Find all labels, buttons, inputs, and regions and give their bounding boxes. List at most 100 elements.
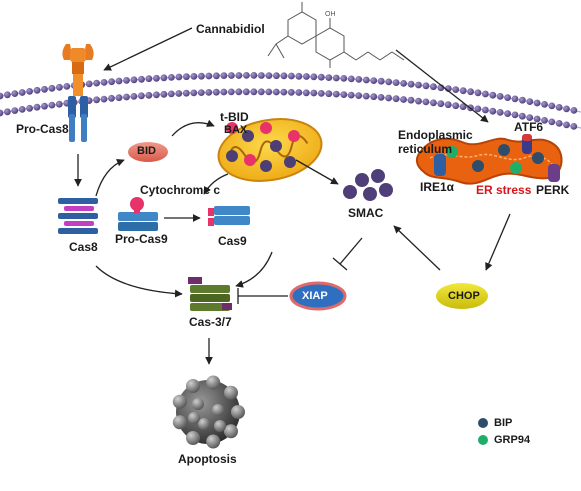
- membrane-head: [250, 88, 258, 96]
- membrane-head: [430, 83, 437, 91]
- membrane-head: [56, 83, 63, 91]
- tbid-dot: [226, 122, 238, 134]
- arrow-chop-to-smac: [393, 225, 441, 271]
- legend-bip-label: BIP: [494, 417, 513, 429]
- membrane-head: [138, 75, 145, 83]
- er-label-line2: reticulum: [398, 142, 453, 156]
- apoptotic-bleb: [172, 415, 187, 430]
- pro-cas9-icon: [118, 197, 158, 231]
- bax-dot: [226, 150, 238, 162]
- membrane-head: [272, 88, 280, 96]
- arrow-bid-to-tbid: [171, 119, 215, 137]
- pro-cas9-label: Pro-Cas9: [115, 232, 168, 246]
- membrane-head: [123, 77, 130, 84]
- apoptotic-bleb: [224, 424, 238, 439]
- apoptosis-label: Apoptosis: [178, 452, 237, 466]
- bax-label: BAX: [224, 124, 248, 136]
- membrane-head: [362, 92, 370, 100]
- ire1a-label: IRE1α: [420, 180, 455, 194]
- apoptotic-bleb: [206, 434, 221, 449]
- grp94-dot: [446, 146, 458, 158]
- arrow-cbd-to-er: [395, 49, 489, 123]
- membrane-head: [48, 101, 56, 109]
- bip-dot: [498, 144, 510, 156]
- cas9-label: Cas9: [218, 234, 247, 248]
- cytochrome-c-label: Cytochrome c: [140, 183, 221, 197]
- xiap-label: XIAP: [302, 290, 328, 302]
- membrane-head: [302, 89, 310, 97]
- smac-label: SMAC: [348, 206, 384, 220]
- arrow-cas8-to-bid: [95, 158, 125, 197]
- membrane-head: [11, 107, 19, 114]
- membrane-head: [228, 72, 235, 79]
- membrane-head: [0, 109, 4, 117]
- membrane-head: [548, 102, 556, 110]
- smac-cluster: [343, 169, 393, 201]
- xiap-node: [289, 281, 347, 311]
- membrane-head: [108, 78, 115, 86]
- membrane-head: [570, 123, 578, 130]
- membrane-head: [422, 82, 430, 90]
- membrane-head: [41, 102, 48, 110]
- membrane-head: [168, 74, 175, 81]
- legend-grp94-label: GRP94: [494, 434, 531, 446]
- er-label-line1: Endoplasmic: [398, 128, 473, 142]
- membrane-head: [482, 90, 489, 98]
- membrane-head: [303, 73, 310, 80]
- membrane-head: [430, 99, 437, 107]
- membrane-head: [93, 79, 100, 87]
- membrane-head: [347, 75, 355, 83]
- membrane-head: [220, 72, 228, 79]
- tbid-dot: [288, 130, 300, 142]
- pro-cas8-receptor: [62, 44, 94, 142]
- membrane-head: [459, 103, 467, 111]
- membrane-head: [541, 117, 548, 124]
- membrane-head: [182, 89, 190, 97]
- membrane-head: [533, 99, 541, 107]
- bax-dot: [260, 160, 272, 172]
- membrane-head: [183, 73, 190, 81]
- legend-grp94-swatch: [478, 435, 488, 445]
- membrane-head: [467, 88, 474, 96]
- membrane-head: [190, 73, 198, 80]
- membrane-head: [370, 77, 378, 84]
- membrane-head: [257, 88, 265, 96]
- membrane-head: [295, 72, 303, 80]
- membrane-head: [4, 91, 11, 99]
- membrane-head: [317, 73, 325, 81]
- membrane-head: [310, 89, 318, 97]
- membrane-head: [355, 76, 363, 83]
- membrane-head: [489, 107, 497, 115]
- apoptotic-bleb: [212, 404, 224, 416]
- membrane-head: [563, 105, 570, 113]
- membrane-head: [385, 94, 392, 102]
- membrane-head: [377, 77, 385, 85]
- membrane-head: [33, 103, 41, 111]
- membrane-head: [167, 90, 175, 98]
- membrane-head: [504, 110, 511, 117]
- bid-label: BID: [137, 145, 156, 157]
- membrane-head: [108, 94, 115, 102]
- membrane-head: [4, 108, 11, 116]
- membrane-head: [63, 83, 71, 90]
- apoptotic-bleb: [192, 398, 204, 410]
- apoptotic-bleb: [206, 375, 221, 390]
- membrane-head: [33, 86, 41, 94]
- membrane-head: [280, 72, 288, 80]
- cannabidiol-structure: [267, 2, 405, 68]
- membrane-head: [242, 88, 250, 96]
- membrane-head: [415, 81, 422, 89]
- membrane-head: [422, 98, 430, 106]
- membrane-head: [340, 91, 348, 98]
- atf6-cap: [522, 134, 532, 141]
- membrane-head: [325, 90, 333, 98]
- atf6-label: ATF6: [514, 120, 544, 134]
- membrane-head: [474, 89, 482, 97]
- apoptotic-cell: [172, 375, 245, 449]
- membrane-head: [548, 118, 556, 126]
- membrane-head: [0, 92, 4, 100]
- tbid-dot: [244, 154, 256, 166]
- bax-dot: [284, 156, 296, 168]
- tbid-bax-cluster: [226, 122, 300, 172]
- membrane-head: [212, 88, 220, 96]
